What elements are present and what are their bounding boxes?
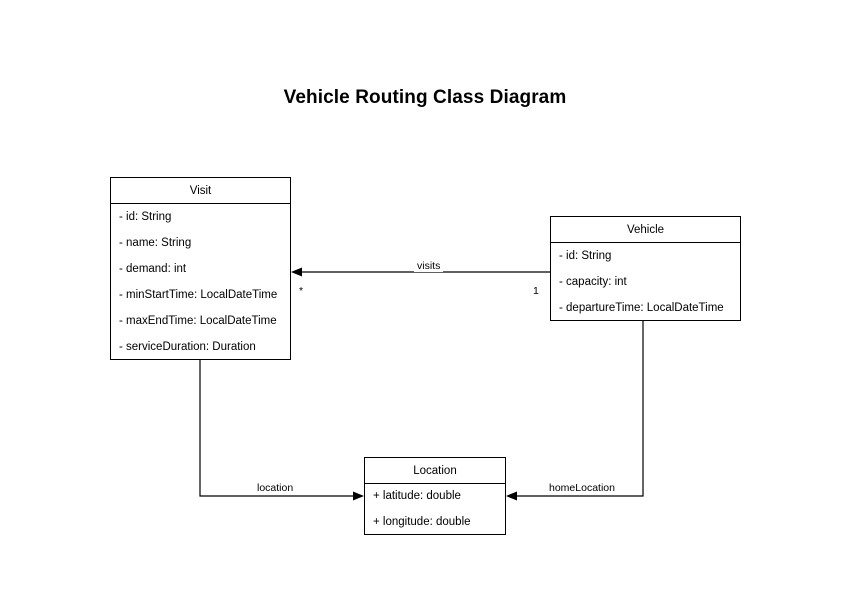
edge-label-location: location [254,482,297,494]
class-attribute: - id: String [119,210,172,223]
class-attribute: - departureTime: LocalDateTime [559,301,724,314]
class-box-vehicle[interactable]: Vehicle - id: String - capacity: int - d… [550,216,741,321]
multiplicity-visit-end: * [299,285,304,297]
edge-label-home-location: homeLocation [546,482,618,494]
class-box-visit[interactable]: Visit - id: String - name: String - dema… [110,177,291,360]
class-attribute: - id: String [559,249,612,262]
class-name-vehicle: Vehicle [551,217,740,243]
class-attribute: - name: String [119,236,192,249]
edge-visits [291,267,550,277]
class-attributes-location: + latitude: double + longitude: double [365,484,505,535]
class-attribute: - minStartTime: LocalDateTime [119,288,278,301]
multiplicity-vehicle-end: 1 [533,285,539,297]
class-name-visit: Visit [111,178,290,204]
class-attribute: + latitude: double [373,490,461,503]
edge-home-location [506,321,644,501]
class-attribute: + longitude: double [373,515,471,528]
class-box-location[interactable]: Location + latitude: double + longitude:… [364,457,506,535]
class-attribute: - capacity: int [559,275,627,288]
class-attribute: - demand: int [119,262,187,275]
class-attribute: - maxEndTime: LocalDateTime [119,314,277,327]
class-attributes-visit: - id: String - name: String - demand: in… [111,204,290,360]
page-title: Vehicle Routing Class Diagram [283,87,567,108]
edge-location [199,360,364,501]
edge-label-visits: visits [414,260,444,272]
class-attributes-vehicle: - id: String - capacity: int - departure… [551,243,740,321]
class-attribute: - serviceDuration: Duration [119,340,256,353]
class-name-location: Location [365,458,505,484]
